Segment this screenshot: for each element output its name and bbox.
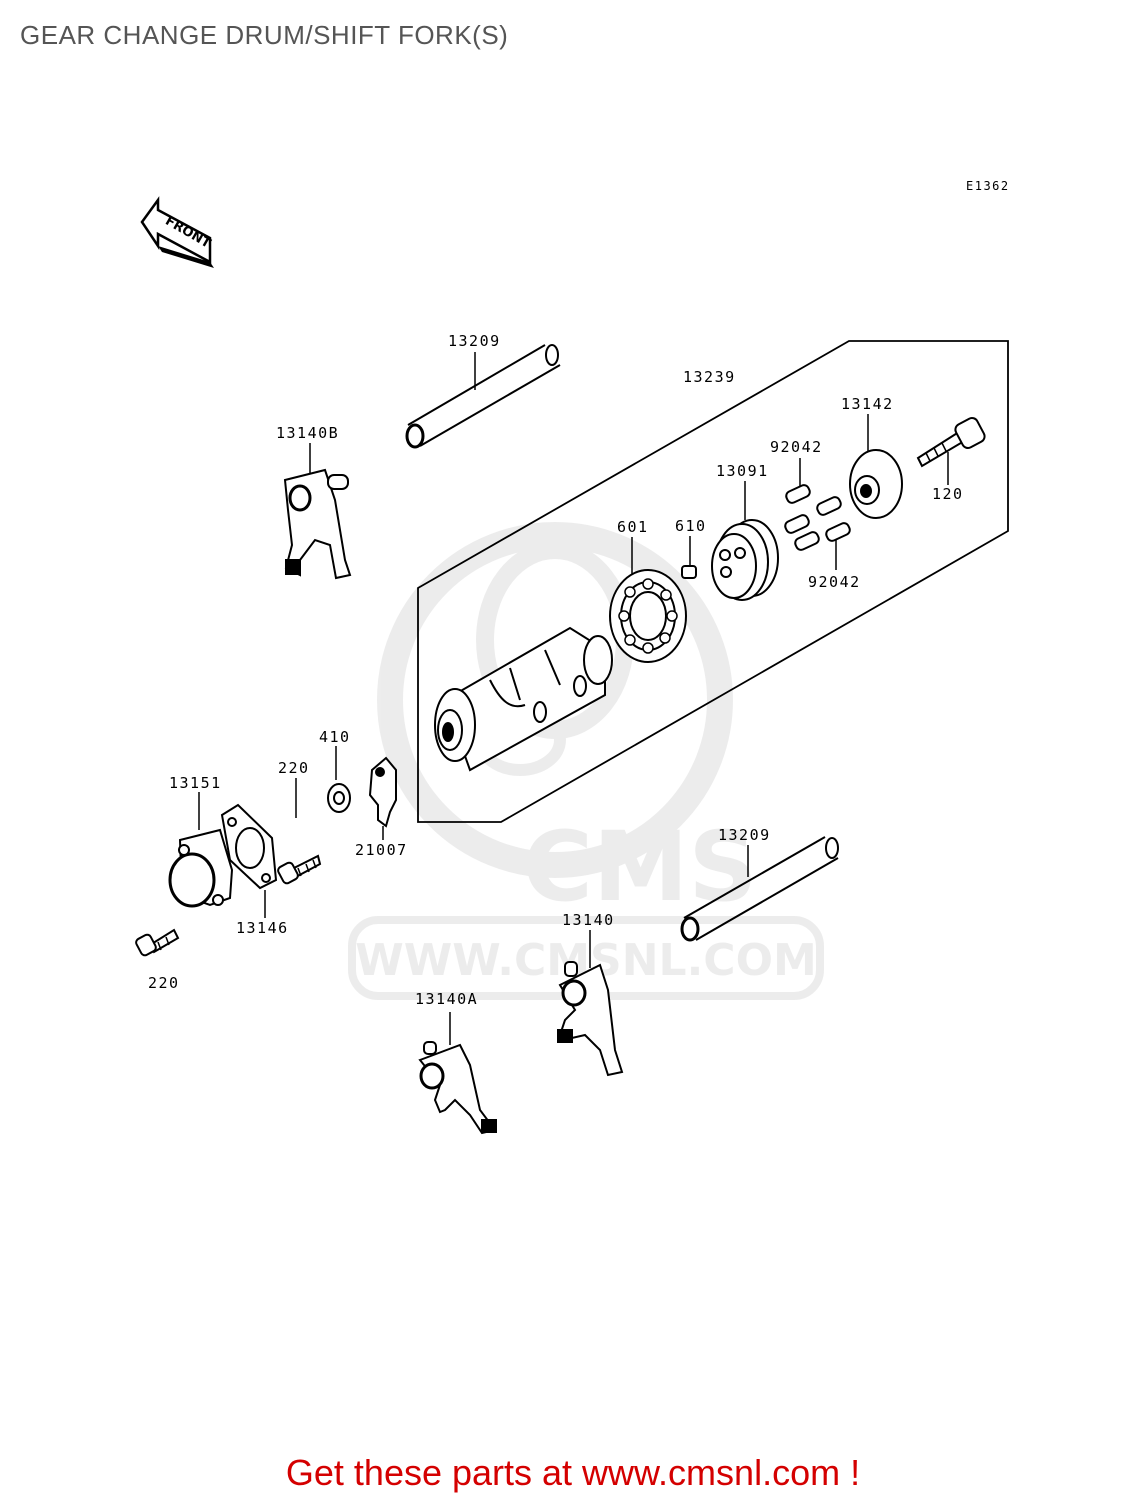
promo-suffix: !: [840, 1452, 861, 1493]
label-pins-bottom: 92042: [808, 573, 861, 591]
label-bolt-right: 120: [932, 485, 964, 503]
label-bolt-mid: 220: [278, 759, 310, 777]
promo-prefix: Get these parts at: [285, 1452, 583, 1493]
gasket-13146: [220, 803, 278, 918]
promo-link[interactable]: www.cmsnl.com: [582, 1452, 841, 1493]
label-cover: 13151: [169, 774, 222, 792]
shift-fork-a: [418, 1012, 497, 1135]
label-fork-b: 13140B: [276, 424, 339, 442]
label-fork-a: 13140A: [415, 990, 478, 1008]
label-pin-holder: 13091: [716, 462, 769, 480]
washer-410: [327, 746, 351, 813]
bolt-120: [916, 417, 986, 485]
label-gasket: 13146: [236, 919, 289, 937]
promo-banner: Get these parts at www.cmsnl.com !: [0, 1452, 1146, 1494]
label-drum-assembly: 13239: [683, 368, 736, 386]
shift-rod-top: [405, 344, 561, 449]
label-washer: 410: [319, 728, 351, 746]
holder-plate: [849, 414, 903, 519]
pin-holder: [711, 481, 779, 601]
shift-rod-bottom: [680, 836, 839, 942]
label-positioning-lever: 21007: [355, 841, 408, 859]
diagram-code: E1362: [966, 179, 1010, 193]
label-shift-rod-bottom: 13209: [718, 826, 771, 844]
label-holder-plate: 13142: [841, 395, 894, 413]
cover-13151: [168, 792, 234, 908]
bearing: [609, 537, 687, 663]
drum-assembly-outline: [417, 340, 1009, 823]
bolt-220-mid: [277, 778, 322, 885]
dowel-pin: [681, 536, 697, 579]
positioning-lever: [368, 756, 397, 840]
pins-92042: [784, 458, 851, 570]
gear-change-drum: [434, 626, 613, 772]
shift-fork-b: [283, 443, 352, 580]
shift-fork-center: [557, 930, 624, 1077]
page-title: GEAR CHANGE DRUM/SHIFT FORK(S): [20, 20, 509, 50]
watermark-brand: CMS: [522, 811, 757, 923]
front-arrow-icon: FRONT: [140, 196, 214, 268]
bolt-220-bottom: [135, 928, 180, 957]
label-bolt-bottom: 220: [148, 974, 180, 992]
label-pins-top: 92042: [770, 438, 823, 456]
label-dowel-pin: 610: [675, 517, 707, 535]
label-fork-center: 13140: [562, 911, 615, 929]
label-shift-rod-top: 13209: [448, 332, 501, 350]
label-bearing: 601: [617, 518, 649, 536]
